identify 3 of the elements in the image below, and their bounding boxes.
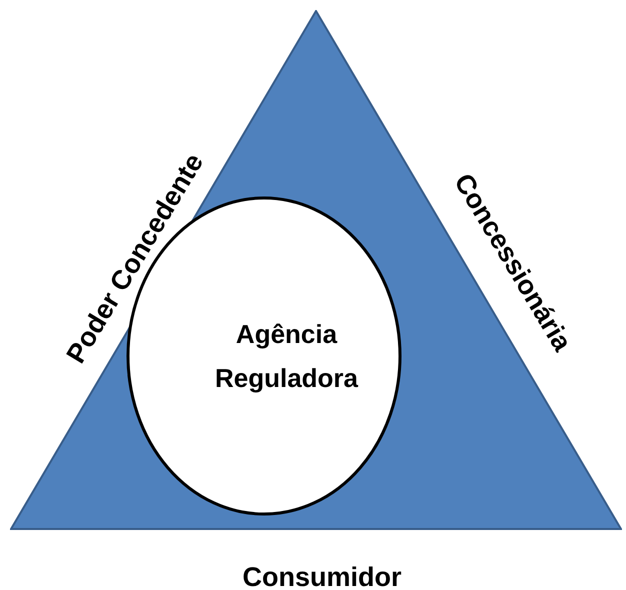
node-label: Agência Reguladora [214, 318, 360, 395]
triangle-shape [10, 10, 622, 530]
base-label: Consumidor [242, 562, 402, 590]
